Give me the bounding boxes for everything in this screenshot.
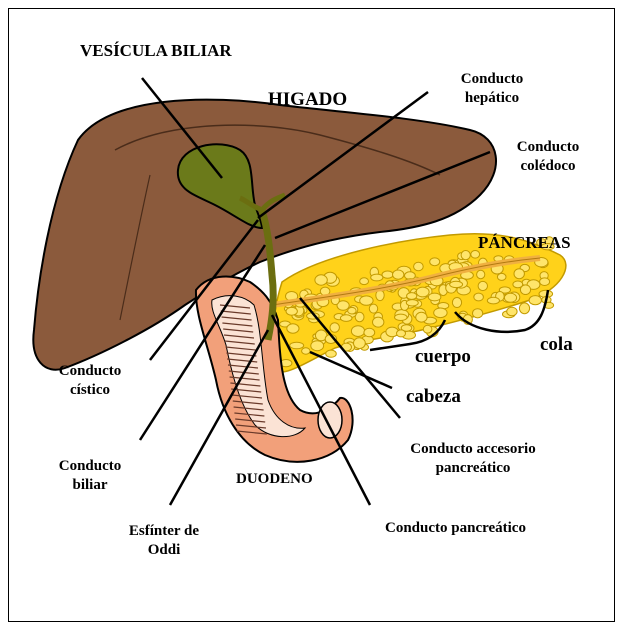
- pancreas-lobule: [450, 281, 463, 287]
- pancreas-lobule: [519, 303, 529, 314]
- pancreas-lobule: [478, 281, 487, 290]
- pancreas-lobule: [373, 317, 384, 327]
- pancreas-lobule: [497, 273, 506, 280]
- pancreas-lobule: [393, 270, 404, 279]
- pancreas-lobule: [513, 281, 523, 288]
- pancreas-lobule: [290, 342, 304, 349]
- pancreas-lobule: [473, 309, 483, 318]
- pancreas-lobule: [351, 326, 364, 337]
- pancreas-lobule: [405, 272, 416, 280]
- pancreas-lobule: [382, 271, 393, 278]
- pancreas-lobule: [286, 307, 297, 315]
- pancreas-lobule: [302, 348, 310, 354]
- pancreas-lobule: [414, 262, 424, 270]
- pancreas-lobule: [529, 296, 541, 305]
- pancreas-lobule: [311, 341, 324, 351]
- pancreas-lobule: [540, 278, 550, 286]
- pancreas-lobule: [395, 314, 408, 320]
- label-conducto-pancreatico: Conducto pancreático: [385, 519, 526, 538]
- pancreas-lobule: [428, 293, 441, 301]
- pancreas-lobule: [487, 297, 499, 304]
- label-pancreas: PÁNCREAS: [478, 232, 571, 253]
- pancreas-lobule: [416, 312, 427, 322]
- label-duodeno: DUODENO: [236, 470, 313, 489]
- pancreas-lobule: [407, 293, 417, 300]
- pancreas-lobule: [461, 251, 470, 260]
- label-vesicula-biliar: VESÍCULA BILIAR: [80, 40, 232, 61]
- pancreas-lobule: [360, 278, 369, 285]
- pancreas-lobule: [452, 298, 461, 308]
- pancreas-lobule: [477, 270, 485, 278]
- pancreas-lobule: [434, 308, 447, 318]
- label-cabeza: cabeza: [406, 385, 461, 409]
- pancreas-lobule: [287, 324, 299, 333]
- pancreas-lobule: [504, 293, 516, 302]
- pancreas-lobule: [340, 315, 352, 322]
- pancreas-lobule: [423, 325, 432, 333]
- pancreas-lobule: [371, 274, 383, 281]
- pancreas-lobule: [406, 300, 418, 306]
- pancreas-lobule: [507, 307, 517, 316]
- pancreas-lobule: [360, 296, 373, 305]
- pancreas-lobule: [364, 328, 375, 337]
- pancreas-lobule: [354, 338, 366, 349]
- label-cola: cola: [540, 333, 573, 357]
- pancreas-lobule: [348, 307, 356, 314]
- pancreas-lobule: [514, 269, 524, 279]
- pancreas-lobule: [326, 350, 337, 357]
- label-cuerpo: cuerpo: [415, 345, 471, 369]
- pancreas-lobule: [474, 293, 484, 301]
- pancreas-lobule: [430, 258, 440, 266]
- pancreas-lobule: [315, 275, 327, 285]
- pancreas-lobule: [397, 330, 406, 337]
- label-higado: HIGADO: [268, 88, 347, 112]
- pancreas-lobule: [330, 323, 339, 333]
- pancreas-lobule: [369, 304, 377, 313]
- pancreas-lobule: [416, 287, 429, 297]
